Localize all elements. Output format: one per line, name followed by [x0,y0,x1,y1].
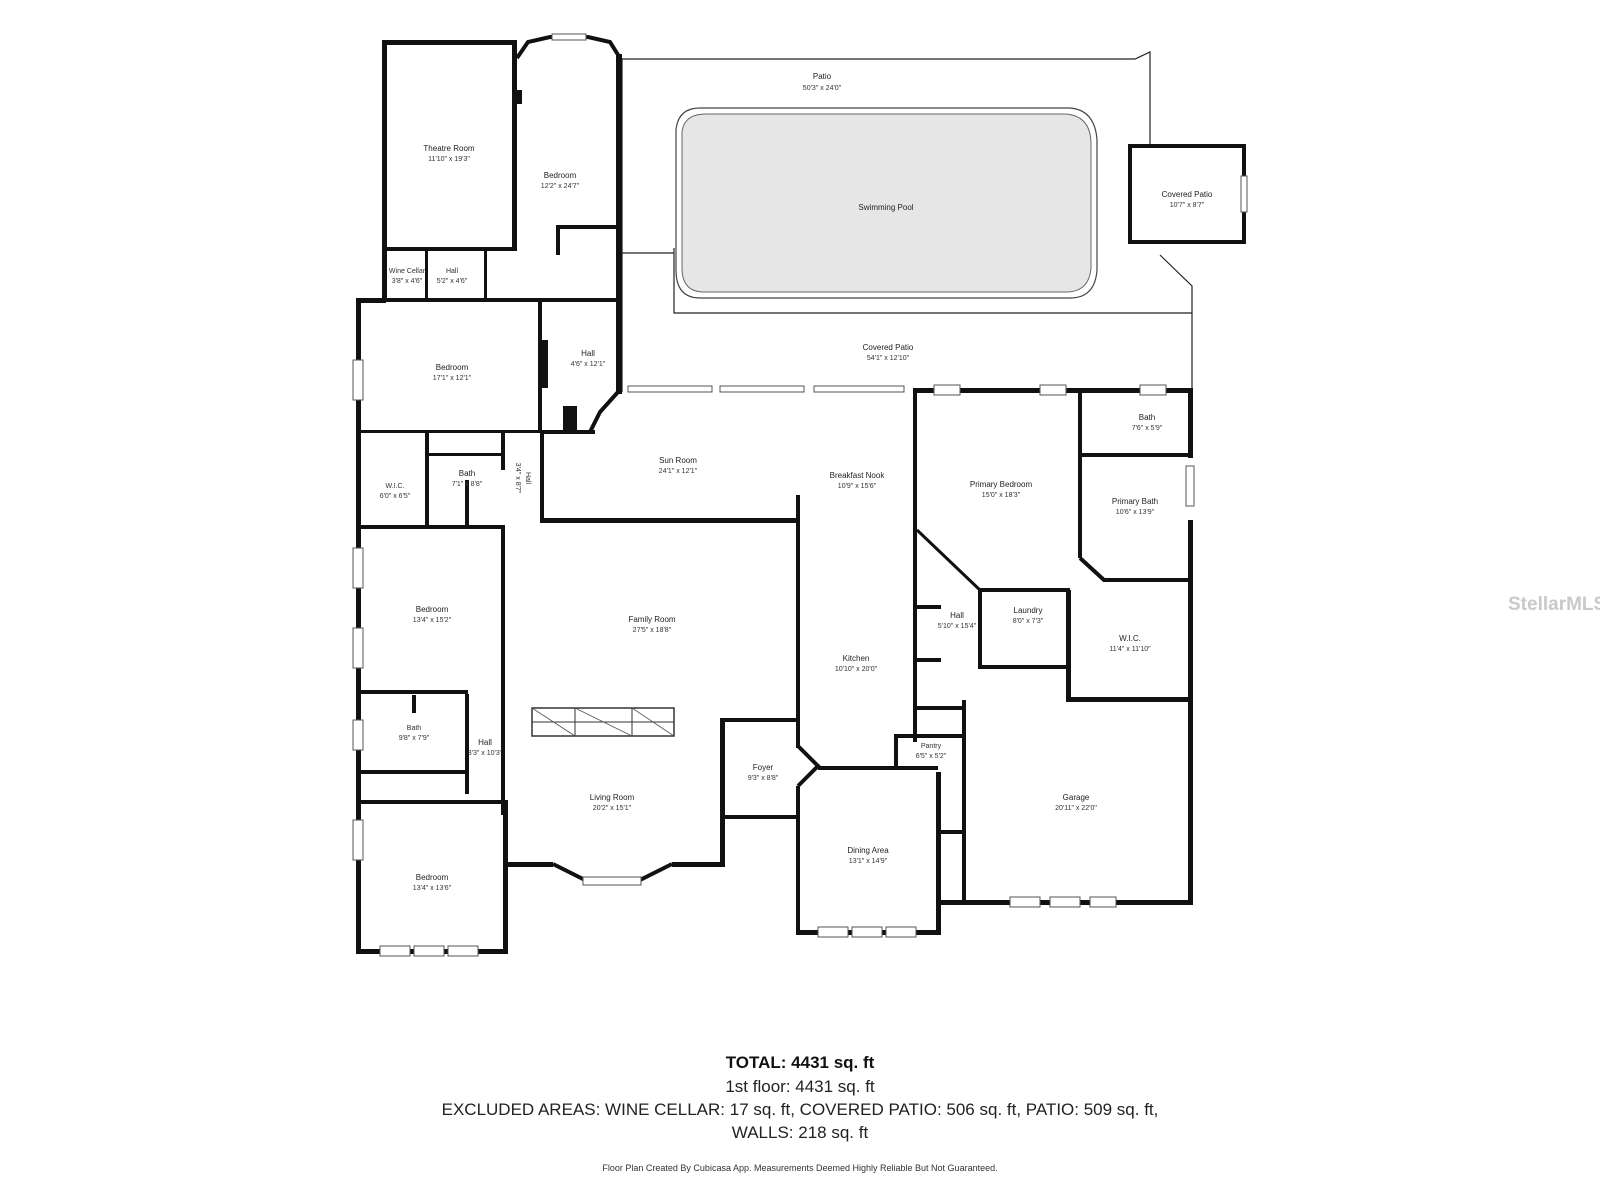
watermark-logo: StellarMLS [1508,594,1600,615]
room-dims-bedroom-west: 17'1" x 12'1" [433,375,472,382]
room-label-family-room: Family Room [628,615,675,624]
room-dims-bedroom-top: 12'2" x 24'7" [541,183,580,190]
room-label-bedroom-top: Bedroom [544,171,577,180]
room-dims-wine-cellar: 3'8" x 4'6" [392,278,423,285]
room-label-pantry: Pantry [921,743,942,750]
room-dims-primary-bath: 10'6" x 13'9" [1116,509,1155,516]
room-label-living-room: Living Room [590,793,635,802]
room-dims-garage: 20'11" x 22'0" [1055,805,1097,812]
room-dims-pantry: 6'5" x 5'2" [916,753,947,760]
room-dims-bedroom-mid: 13'4" x 15'2" [413,617,452,624]
room-label-kitchen: Kitchen [843,654,870,663]
room-dims-laundry: 8'0" x 7'3" [1013,618,1044,625]
room-dims-hall-southwest: 3'3" x 10'3" [468,750,503,757]
room-label-hall-vertical: Hall [524,472,531,485]
walls [356,33,1193,954]
room-dims-bath-primary-small: 7'6" x 5'9" [1132,425,1163,432]
room-dims-hall-vertical: 3'4" x 8'7" [514,463,521,494]
walls-area: WALLS: 218 sq. ft [731,1123,869,1142]
room-label-garage: Garage [1063,793,1090,802]
room-label-primary-bath: Primary Bath [1112,497,1158,506]
room-label-foyer: Foyer [753,763,774,772]
room-label-primary-bedroom: Primary Bedroom [970,480,1033,489]
room-dims-covered-patio: 54'1" x 12'10" [867,355,910,362]
room-label-bath-west: Bath [459,469,475,478]
room-label-hall-primary: Hall [950,611,964,620]
room-dims-wic-primary: 11'4" x 11'10" [1109,646,1151,653]
room-dims-dining-area: 13'1" x 14'9" [849,858,888,865]
room-dims-covered-patio-small: 10'7" x 8'7" [1170,202,1205,209]
room-dims-breakfast-nook: 10'9" x 15'6" [838,483,877,490]
floor-area: 1st floor: 4431 sq. ft [725,1077,875,1096]
room-label-swimming-pool: Swimming Pool [858,203,913,212]
room-label-hall-north: Hall [581,349,595,358]
room-dims-family-room: 27'5" x 18'8" [633,627,672,634]
swimming-pool [675,107,1098,299]
room-label-bedroom-mid: Bedroom [416,605,449,614]
room-label-wine-cellar: Wine Cellar [389,268,426,275]
room-label-breakfast-nook: Breakfast Nook [830,471,886,480]
room-dims-hall-primary: 5'10" x 15'4" [938,623,977,630]
disclaimer: Floor Plan Created By Cubicasa App. Meas… [602,1163,998,1173]
room-labels: Patio 50'3" x 24'0" Theatre Room 11'10" … [380,72,1213,892]
room-dims-bath-west: 7'1" x 8'8" [452,481,483,488]
room-label-sun-room: Sun Room [659,456,697,465]
room-dims-foyer: 9'3" x 8'8" [748,775,779,782]
room-label-bedroom-west: Bedroom [436,363,469,372]
room-dims-patio: 50'3" x 24'0" [803,85,842,92]
room-dims-hall-upper: 5'2" x 4'6" [437,278,468,285]
room-dims-sun-room: 24'1" x 12'1" [659,468,698,475]
room-dims-kitchen: 10'10" x 20'0" [835,666,878,673]
covered-patio-structure [1128,144,1248,244]
room-label-patio: Patio [813,72,832,81]
room-label-bath-primary-small: Bath [1139,413,1155,422]
room-label-hall-upper: Hall [446,268,459,275]
room-label-hall-southwest: Hall [478,738,492,747]
room-label-covered-patio: Covered Patio [863,343,914,352]
room-label-dining-area: Dining Area [847,846,889,855]
total-area: TOTAL: 4431 sq. ft [725,1053,875,1072]
room-label-bedroom-south: Bedroom [416,873,449,882]
room-label-covered-patio-small: Covered Patio [1162,190,1213,199]
room-dims-hall-north: 4'6" x 12'1" [571,361,606,368]
excluded-areas: EXCLUDED AREAS: WINE CELLAR: 17 sq. ft, … [441,1100,1159,1119]
room-label-wic-west: W.I.C. [385,483,404,490]
room-dims-theatre-room: 11'10" x 19'3" [428,156,470,163]
room-dims-bedroom-south: 13'4" x 13'6" [413,885,452,892]
room-label-wic-primary: W.I.C. [1119,634,1141,643]
room-label-laundry: Laundry [1014,606,1043,615]
fireplace [531,707,675,737]
room-label-theatre-room: Theatre Room [423,144,474,153]
room-dims-bath-southwest: 9'8" x 7'9" [399,735,430,742]
windows [352,359,1195,957]
room-dims-living-room: 20'2" x 15'1" [593,805,632,812]
room-dims-primary-bedroom: 15'0" x 18'3" [982,492,1021,499]
room-label-bath-southwest: Bath [407,725,422,732]
room-dims-wic-west: 6'0" x 6'5" [380,493,411,500]
